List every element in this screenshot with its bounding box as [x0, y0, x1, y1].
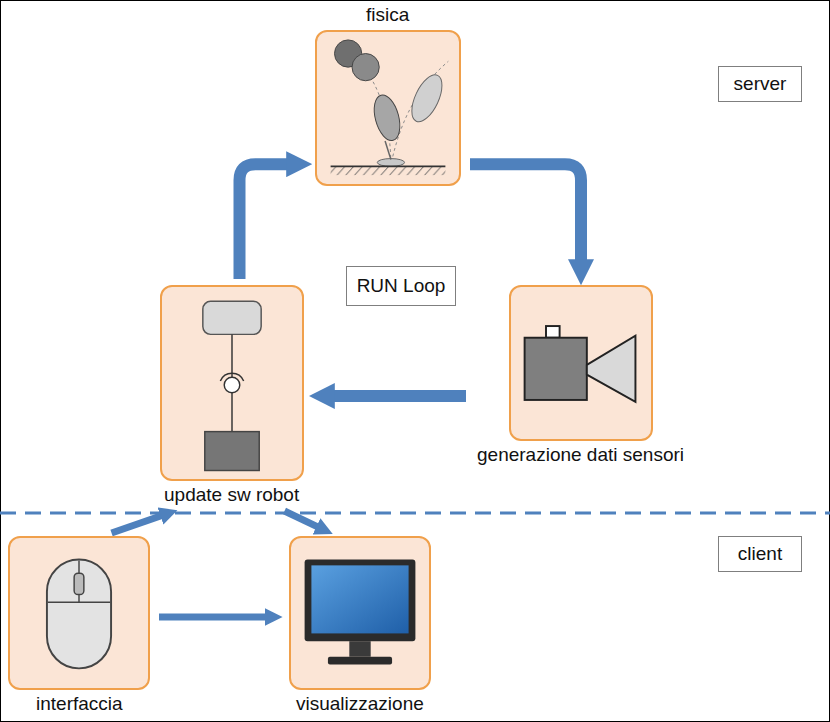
icon-frame: [315, 30, 461, 186]
node-label: update sw robot: [164, 484, 299, 506]
node-label: fisica: [366, 4, 409, 26]
node-label: client: [738, 543, 782, 565]
node-label: server: [734, 73, 787, 95]
camera-icon: [511, 287, 651, 439]
node-label: visualizzazione: [296, 693, 424, 715]
tier-tag: server: [718, 66, 802, 102]
physics-illustration: [317, 32, 459, 184]
flow-arrow: [240, 164, 295, 279]
robot-software-box: update sw robot: [157, 285, 307, 507]
display-box: visualizzazione: [286, 536, 434, 716]
flow-arrow: [285, 511, 322, 529]
node-label: generazione dati sensori: [477, 444, 684, 466]
icon-frame: [289, 536, 431, 690]
flow-arrow: [470, 164, 581, 267]
interface-box: interfaccia: [5, 536, 153, 716]
tier-tag: client: [718, 536, 802, 572]
node-label: RUN Loop: [357, 275, 446, 297]
icon-frame: [160, 285, 304, 481]
sensor-box: generazione dati sensori: [474, 285, 688, 467]
monitor-icon: [291, 538, 429, 688]
loop-tag: RUN Loop: [346, 266, 456, 306]
flow-arrow: [159, 614, 270, 621]
physics-box: fisica: [312, 4, 464, 186]
flow-arrow: [112, 514, 166, 533]
node-label: interfaccia: [36, 693, 123, 715]
robot-software-icon: [162, 287, 302, 479]
mouse-icon: [10, 538, 148, 688]
flow-arrow: [327, 390, 466, 402]
icon-frame: [509, 285, 653, 441]
server-client-divider: [0, 512, 830, 515]
icon-frame: [8, 536, 150, 690]
